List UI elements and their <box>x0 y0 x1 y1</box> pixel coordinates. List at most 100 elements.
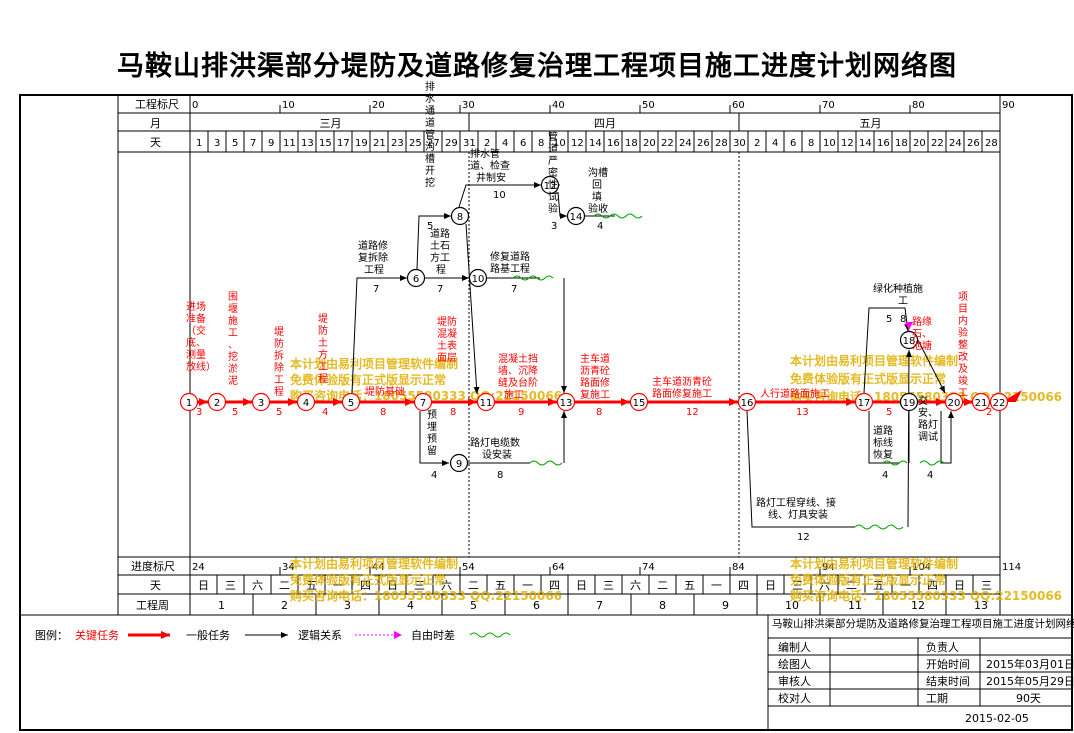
duration-19: 4 <box>597 221 603 232</box>
task-label-25: 预埋预留 <box>427 409 437 457</box>
progress-label-74: 74 <box>642 562 655 573</box>
task-label-10: 管道严密性试验 <box>548 130 558 215</box>
progress-label-94: 94 <box>822 562 835 573</box>
month-dividers <box>468 152 740 557</box>
day-cell: 29 <box>445 138 458 149</box>
day-cell: 5 <box>232 138 238 149</box>
progress-label-104: 104 <box>912 562 931 573</box>
progress-label-114: 114 <box>1002 562 1021 573</box>
node-8 <box>450 206 470 226</box>
month-label: 月 <box>150 117 161 130</box>
node-3 <box>251 392 271 412</box>
day-cell: 24 <box>949 138 962 149</box>
node-10 <box>468 268 488 288</box>
task-label-4: 堤防土方工程 <box>318 313 328 385</box>
node-label-13: 13 <box>560 398 573 409</box>
week-cell: 2 <box>281 599 288 612</box>
week-cell: 8 <box>659 599 666 612</box>
durations: 3 5 5 4 8 8 9 8 12 13 5 2 7 7 5 10 3 4 7… <box>196 190 992 543</box>
month-3: 五月 <box>860 117 882 130</box>
info-cell: 工期 <box>926 692 948 705</box>
weekday-cell: 四 <box>738 579 749 592</box>
task-label-7: 道路土石方工程 <box>430 227 450 276</box>
weekday-cell: 三 <box>603 579 614 592</box>
day-cell: 27 <box>427 138 440 149</box>
node-15 <box>629 392 649 412</box>
task-label-3: 堤防拆除工程 <box>274 326 284 398</box>
free-float-waves <box>512 213 945 530</box>
duration-16: 5 <box>427 221 433 232</box>
legend: 图例： 关键任务 一般任务 逻辑关系 自由时差 <box>35 628 511 642</box>
task-label-12: 修复道路路基工程 <box>490 250 530 275</box>
header-labels: 工程标尺 月 天 进度标尺 天 工程周 <box>131 97 179 612</box>
duration-4: 4 <box>322 407 328 418</box>
day-cell: 13 <box>301 138 314 149</box>
weekday-cell: 四 <box>549 579 560 592</box>
task-label-16: 主车道沥青砼路面修复施工 <box>652 375 712 400</box>
duration-13: 2 <box>986 407 992 418</box>
duration-15: 7 <box>437 284 443 295</box>
weekday-cell: 二 <box>657 579 668 592</box>
day-label: 天 <box>150 136 161 149</box>
info-table <box>767 614 1073 731</box>
weekday-cell: 五 <box>306 579 317 592</box>
weekday-cell: 六 <box>441 579 452 592</box>
node-label-18: 18 <box>903 336 916 347</box>
weekday-cell: 五 <box>684 579 695 592</box>
day-cell: 21 <box>373 138 386 149</box>
info-cell: 审核人 <box>778 674 811 688</box>
node-label-4: 4 <box>303 398 309 409</box>
duration-26: 5 <box>886 314 892 325</box>
week-cell: 6 <box>533 599 540 612</box>
node-label-11: 11 <box>480 398 493 409</box>
day-cell: 10 <box>823 138 836 149</box>
progress-label-44: 44 <box>372 562 385 573</box>
weekday-cell: 一 <box>900 579 911 592</box>
task-label-21: 路灯电缆数设安装 <box>470 436 520 461</box>
node-label-6: 6 <box>413 274 419 285</box>
duration-1: 3 <box>196 407 202 418</box>
progress-label-54: 54 <box>462 562 475 573</box>
day-cell: 26 <box>967 138 980 149</box>
info-cell: 结束时间 <box>926 675 970 688</box>
weekday-cell: 二 <box>468 579 479 592</box>
day-cell: 28 <box>985 138 998 149</box>
week-cell: 7 <box>596 599 603 612</box>
scale-label-50: 50 <box>642 100 655 111</box>
weekday-cell: 二 <box>279 579 290 592</box>
day-cell: 4 <box>502 138 508 149</box>
week-cell: 5 <box>470 599 477 612</box>
day-cell: 18 <box>895 138 908 149</box>
weekday-cell: 六 <box>819 579 830 592</box>
weekday-cell: 五 <box>873 579 884 592</box>
duration-23: 12 <box>797 532 810 543</box>
weekday-cell: 三 <box>414 579 425 592</box>
week-cell: 11 <box>848 599 862 612</box>
day-cell: 7 <box>250 138 256 149</box>
node-2 <box>207 392 227 412</box>
weekday-cell: 日 <box>198 579 209 592</box>
info-cell: 2015年05月29日 <box>986 674 1074 688</box>
node-7 <box>413 392 433 412</box>
scale-label-20: 20 <box>372 100 385 111</box>
task-label-11: 沟槽回填验收 <box>588 166 608 215</box>
node-14 <box>566 206 586 226</box>
node-label-17: 17 <box>858 398 871 409</box>
day-cell: 16 <box>607 138 620 149</box>
node-label-2: 2 <box>214 398 220 409</box>
node-12 <box>540 175 560 195</box>
node-1 <box>179 392 199 412</box>
day-cell: 8 <box>808 138 814 149</box>
node-label-3: 3 <box>258 398 264 409</box>
weekday-label: 天 <box>150 579 161 592</box>
weekday-cell: 二 <box>846 579 857 592</box>
progress-label-84: 84 <box>732 562 745 573</box>
month-2: 四月 <box>594 117 616 130</box>
day-cell: 19 <box>355 138 368 149</box>
node-19 <box>899 392 919 412</box>
